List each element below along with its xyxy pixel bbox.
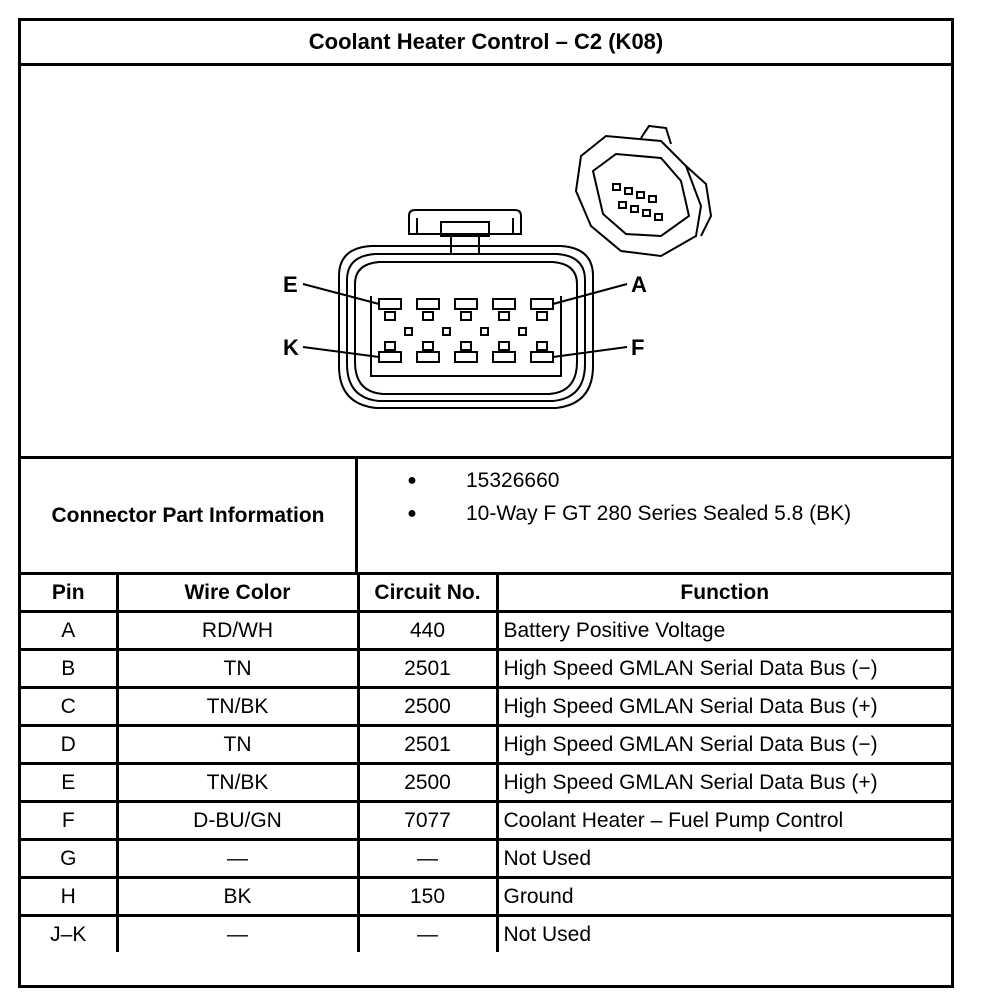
circuit-cell: 2501 xyxy=(356,724,499,765)
wire-color-cell: TN/BK xyxy=(115,762,360,803)
header-wire-color: Wire Color xyxy=(115,575,360,613)
function-cell: Not Used xyxy=(495,838,951,879)
header-pin: Pin xyxy=(21,575,119,613)
function-cell: High Speed GMLAN Serial Data Bus (−) xyxy=(495,724,951,765)
pin-cell: G xyxy=(21,838,119,879)
connector-drawing: E A K F xyxy=(283,124,713,409)
connector-sheet: Coolant Heater Control – C2 (K08) xyxy=(18,18,954,988)
connector-part-info: Connector Part Information ● 15326660 ● … xyxy=(21,459,951,575)
pin-label-a: A xyxy=(631,272,647,297)
function-cell: Not Used xyxy=(495,914,951,952)
function-cell: High Speed GMLAN Serial Data Bus (−) xyxy=(495,648,951,689)
header-circuit-no: Circuit No. xyxy=(356,575,499,613)
pin-cell: J–K xyxy=(21,914,119,952)
wire-color-cell: TN xyxy=(115,724,360,765)
leader-line-k xyxy=(302,346,380,358)
circuit-cell: 7077 xyxy=(356,800,499,841)
header-function: Function xyxy=(495,575,951,613)
pin-cell: E xyxy=(21,762,119,803)
connector-face-view xyxy=(338,209,594,409)
pin-cell: C xyxy=(21,686,119,727)
table-row: E TN/BK 2500 High Speed GMLAN Serial Dat… xyxy=(21,762,951,803)
pin-table: Pin Wire Color Circuit No. Function A RD… xyxy=(21,575,951,952)
leader-line-f xyxy=(552,346,628,358)
part-info-label: Connector Part Information xyxy=(21,459,358,572)
table-row: G — — Not Used xyxy=(21,838,951,879)
circuit-cell: 150 xyxy=(356,876,499,917)
table-row: H BK 150 Ground xyxy=(21,876,951,917)
circuit-cell: 2500 xyxy=(356,762,499,803)
pin-label-e: E xyxy=(283,272,298,297)
wire-color-cell: BK xyxy=(115,876,360,917)
part-info-list: ● 15326660 ● 10-Way F GT 280 Series Seal… xyxy=(358,459,951,572)
circuit-cell: — xyxy=(356,914,499,952)
function-cell: High Speed GMLAN Serial Data Bus (+) xyxy=(495,686,951,727)
sheet-title: Coolant Heater Control – C2 (K08) xyxy=(21,21,951,66)
circuit-cell: 2501 xyxy=(356,648,499,689)
table-row: B TN 2501 High Speed GMLAN Serial Data B… xyxy=(21,648,951,689)
pin-table-header: Pin Wire Color Circuit No. Function xyxy=(21,575,951,613)
part-info-item: ● 10-Way F GT 280 Series Sealed 5.8 (BK) xyxy=(358,502,851,526)
circuit-cell: — xyxy=(356,838,499,879)
pin-cell: A xyxy=(21,610,119,651)
pin-cell: B xyxy=(21,648,119,689)
wire-color-cell: — xyxy=(115,914,360,952)
table-row: J–K — — Not Used xyxy=(21,914,951,952)
pin-cell: D xyxy=(21,724,119,765)
circuit-cell: 440 xyxy=(356,610,499,651)
function-cell: Coolant Heater – Fuel Pump Control xyxy=(495,800,951,841)
table-row: F D-BU/GN 7077 Coolant Heater – Fuel Pum… xyxy=(21,800,951,841)
table-row: A RD/WH 440 Battery Positive Voltage xyxy=(21,610,951,651)
wire-color-cell: D-BU/GN xyxy=(115,800,360,841)
part-info-item: ● 15326660 xyxy=(358,469,559,493)
wire-color-cell: TN/BK xyxy=(115,686,360,727)
function-cell: High Speed GMLAN Serial Data Bus (+) xyxy=(495,762,951,803)
bullet-icon: ● xyxy=(407,472,417,489)
pin-label-k: K xyxy=(283,335,299,360)
connector-figure: E A K F xyxy=(21,66,951,459)
wire-color-cell: TN xyxy=(115,648,360,689)
part-description: 10-Way F GT 280 Series Sealed 5.8 (BK) xyxy=(466,502,852,525)
pin-label-f: F xyxy=(631,335,644,360)
leader-line-e xyxy=(302,283,380,305)
leader-line-a xyxy=(552,283,628,305)
bullet-icon: ● xyxy=(407,505,417,522)
table-row: C TN/BK 2500 High Speed GMLAN Serial Dat… xyxy=(21,686,951,727)
wire-color-cell: RD/WH xyxy=(115,610,360,651)
pin-cell: F xyxy=(21,800,119,841)
table-row: D TN 2501 High Speed GMLAN Serial Data B… xyxy=(21,724,951,765)
pin-cell: H xyxy=(21,876,119,917)
wire-color-cell: — xyxy=(115,838,360,879)
connector-iso-view xyxy=(574,124,713,258)
circuit-cell: 2500 xyxy=(356,686,499,727)
function-cell: Ground xyxy=(495,876,951,917)
function-cell: Battery Positive Voltage xyxy=(495,610,951,651)
part-number: 15326660 xyxy=(466,469,560,492)
